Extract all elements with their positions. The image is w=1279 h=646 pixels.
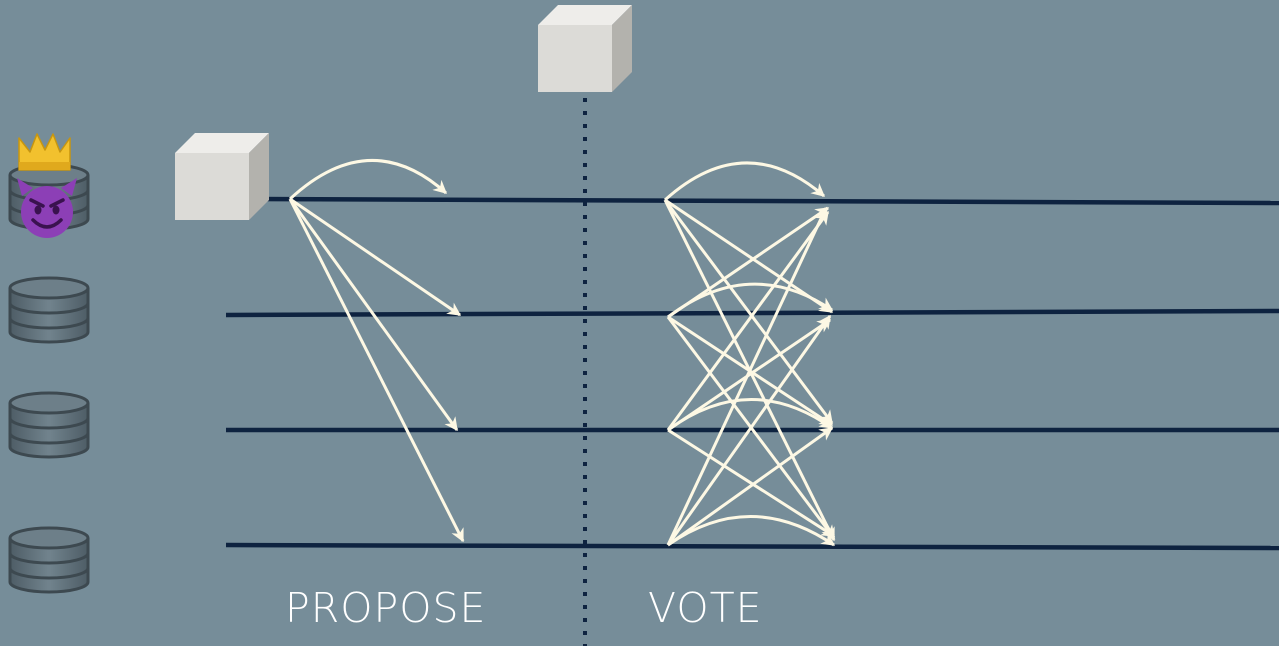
vote-arrow bbox=[666, 314, 832, 546]
vote-arrow bbox=[667, 428, 836, 538]
propose-arrow-3 bbox=[288, 198, 459, 432]
phase-label-vote: VOTE bbox=[648, 584, 763, 632]
vote-arrows bbox=[663, 161, 836, 547]
vote-arrow bbox=[666, 206, 828, 546]
propose-arrows bbox=[288, 159, 465, 543]
vote-arrow bbox=[667, 426, 834, 547]
crown-icon bbox=[18, 133, 71, 171]
node-2 bbox=[8, 276, 90, 344]
vote-arrow bbox=[667, 398, 834, 432]
propose-arrow-2 bbox=[289, 197, 462, 317]
node-3 bbox=[8, 391, 90, 459]
vote-arrow bbox=[663, 161, 826, 202]
timeline-leader bbox=[254, 196, 1279, 206]
database-icon bbox=[8, 526, 90, 594]
timeline-node-4 bbox=[225, 542, 1279, 551]
vote-arrow bbox=[667, 282, 834, 319]
block-cube-icon bbox=[538, 5, 632, 92]
node-4 bbox=[8, 526, 90, 594]
propose-arrow-1 bbox=[288, 159, 448, 201]
block-cube-icon bbox=[175, 133, 269, 220]
vote-arrow bbox=[667, 515, 836, 547]
vote-arrow bbox=[663, 199, 834, 425]
database-icon bbox=[8, 276, 90, 344]
vote-arrow bbox=[666, 210, 830, 431]
propose-arrow-4 bbox=[288, 198, 465, 543]
devil-face-icon bbox=[17, 178, 77, 238]
phase-label-propose: PROPOSE bbox=[285, 584, 487, 632]
database-icon bbox=[8, 391, 90, 459]
